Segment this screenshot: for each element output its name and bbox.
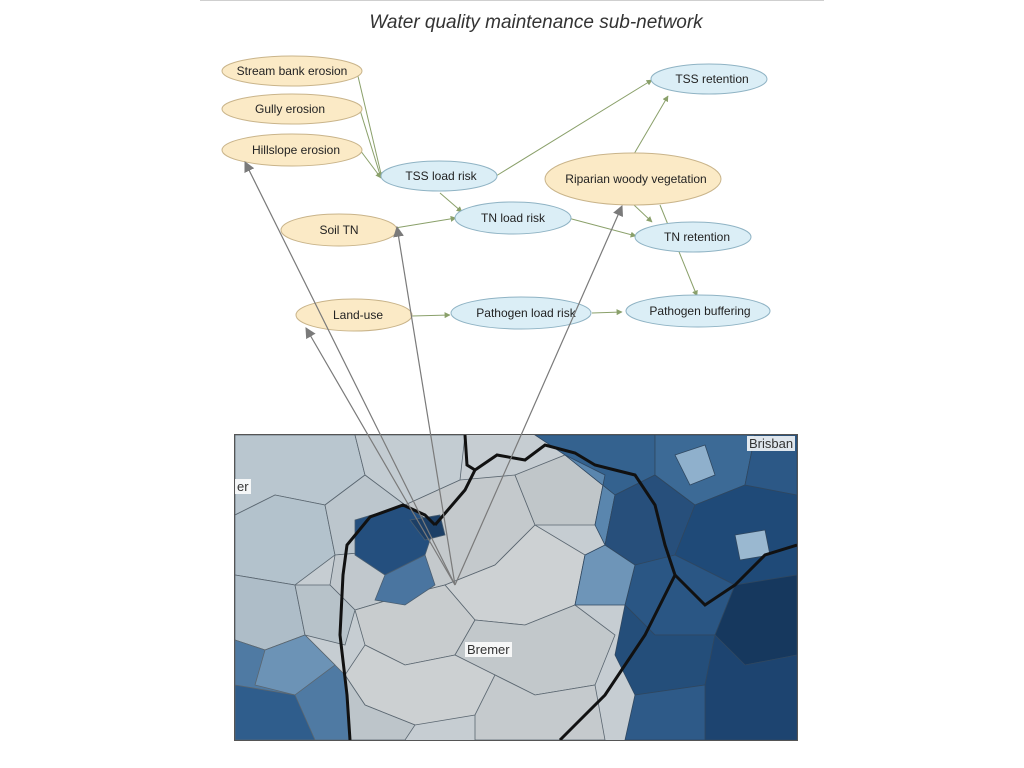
edge-soiltn-to-tn	[394, 215, 457, 229]
node-label-tss-retention: TSS retention	[675, 72, 748, 86]
network-diagram: Stream bank erosion Gully erosion Hillsl…	[221, 55, 771, 332]
arrow-map-to-soiltn	[393, 225, 456, 586]
edge-stream-to-tss	[356, 71, 384, 179]
edge-tss-to-tssret	[495, 79, 653, 177]
node-tn-load-risk: TN load risk	[454, 201, 572, 235]
edge-gully-to-tss	[359, 109, 383, 179]
edge-riparian-to-tssret	[633, 95, 669, 155]
diagram-title: Water quality maintenance sub-network	[369, 12, 703, 33]
edge-pathogen-to-pathbuf	[591, 309, 623, 316]
edge-tss-to-tn	[439, 192, 463, 213]
node-label-riparian: Riparian woody vegetation	[565, 172, 706, 186]
node-pathogen-buffering: Pathogen buffering	[625, 294, 771, 328]
node-tss-load-risk: TSS load risk	[380, 160, 498, 192]
map-label-brisbane: Brisban	[747, 436, 796, 451]
node-riparian-woody-vegetation: Riparian woody vegetation	[544, 152, 722, 206]
edge-landuse-to-pathogen	[411, 312, 451, 319]
node-tn-retention: TN retention	[634, 221, 752, 253]
node-label-tn-retention: TN retention	[664, 230, 730, 244]
node-label-tss-load-risk: TSS load risk	[405, 169, 477, 183]
node-label-gully-erosion: Gully erosion	[255, 102, 325, 116]
node-label-hillslope-erosion: Hillslope erosion	[252, 143, 340, 157]
map-dark-patch-left	[354, 504, 446, 606]
arrow-map-to-riparian	[454, 205, 624, 586]
top-divider	[200, 0, 824, 1]
node-hillslope-erosion: Hillslope erosion	[221, 133, 363, 167]
node-label-pathogen-load-risk: Pathogen load risk	[476, 306, 576, 320]
node-label-soil-tn: Soil TN	[319, 223, 358, 237]
edge-hillslope-to-tss	[359, 149, 382, 179]
arrow-map-to-landuse	[305, 327, 456, 586]
catchment-map: Bremer Brisban er	[234, 434, 798, 741]
node-label-pathogen-buffering: Pathogen buffering	[649, 304, 750, 318]
node-pathogen-load-risk: Pathogen load risk	[450, 296, 592, 330]
map-canvas	[235, 435, 797, 740]
edge-tn-to-tnret	[567, 217, 637, 238]
network-edges	[356, 71, 698, 319]
map-catchment-boundaries	[338, 435, 797, 740]
map-subcatchments	[235, 435, 466, 740]
node-stream-bank-erosion: Stream bank erosion	[221, 55, 363, 87]
node-label-tn-load-risk: TN load risk	[481, 211, 546, 225]
map-right-subcatchments	[534, 435, 797, 740]
node-tss-retention: TSS retention	[650, 63, 768, 95]
arrow-map-to-hillslope	[244, 161, 456, 586]
map-label-bremer: Bremer	[465, 642, 512, 657]
map-label-er: er	[235, 479, 251, 494]
map-center-region	[344, 454, 616, 740]
node-label-land-use: Land-use	[333, 308, 383, 322]
node-label-stream-bank-erosion: Stream bank erosion	[237, 64, 348, 78]
edge-riparian-to-tnret	[633, 204, 653, 223]
node-gully-erosion: Gully erosion	[221, 93, 363, 125]
